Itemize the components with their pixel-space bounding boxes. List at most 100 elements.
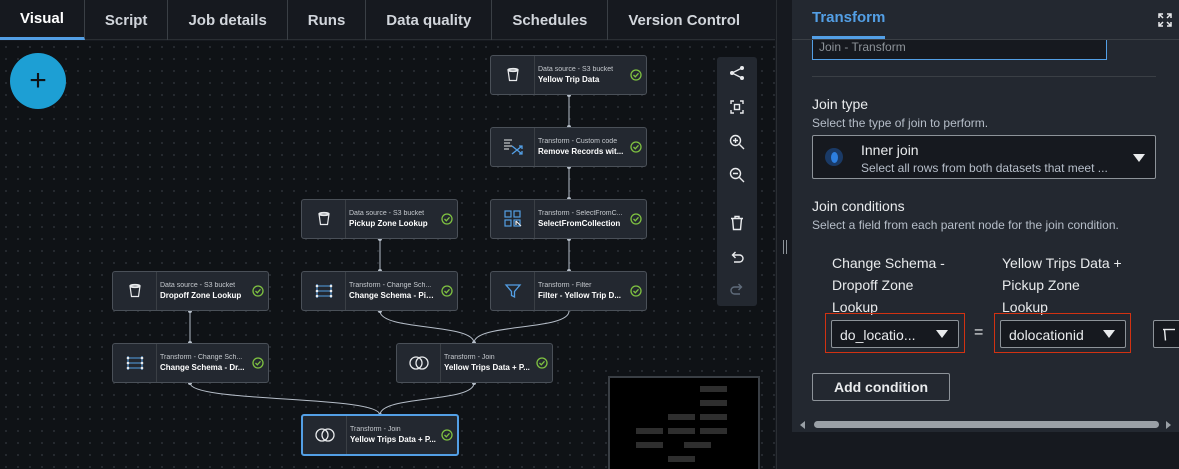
left-parent-line: Dropoff Zone (832, 277, 914, 293)
node-type: Transform - Join (350, 426, 401, 433)
join-conditions-description: Select a field from each parent node for… (812, 218, 1119, 232)
node-name: Yellow Trip Data (538, 75, 600, 84)
undo-button[interactable] (717, 243, 757, 271)
trash-icon (1163, 328, 1175, 341)
right-parent-line: Lookup (1002, 299, 1048, 315)
divider (812, 76, 1156, 77)
tab-script[interactable]: Script (85, 0, 169, 40)
tab-runs[interactable]: Runs (288, 0, 367, 40)
custom-code-icon (491, 128, 535, 166)
share-nodes-icon (730, 66, 744, 80)
bucket-icon (302, 200, 346, 238)
right-parent-line: Pickup Zone (1002, 277, 1080, 293)
node-type: Data source - S3 bucket (349, 210, 425, 217)
tab-visual[interactable]: Visual (0, 0, 85, 40)
scroll-right-icon[interactable] (1166, 421, 1171, 429)
right-field-select[interactable]: dolocationid (1000, 320, 1126, 348)
zoom-out-button[interactable] (717, 161, 757, 189)
success-check-icon (437, 285, 457, 297)
minimap-node (700, 428, 727, 434)
transform-panel: Transform Join - Transform Join type Sel… (792, 0, 1179, 469)
node-change-schema-pickup[interactable]: Transform - Change Sch...Change Schema -… (301, 271, 458, 311)
panel-resize-handle[interactable] (776, 0, 792, 469)
highlight-box (825, 313, 965, 353)
change-schema-icon (113, 344, 157, 382)
minimap-node (668, 456, 695, 462)
scrollbar-thumb[interactable] (814, 421, 1159, 428)
node-name: Change Schema - Pic... (349, 291, 437, 300)
caret-down-icon (936, 330, 948, 338)
tab-transform[interactable]: Transform (812, 9, 886, 39)
node-name: SelectFromCollection (538, 219, 621, 228)
bucket-icon (113, 272, 157, 310)
panel-horizontal-scrollbar[interactable] (792, 418, 1179, 432)
canvas-toolbar (717, 57, 757, 306)
right-field-value: dolocationid (1009, 327, 1084, 343)
success-check-icon (626, 213, 646, 225)
left-field-select[interactable]: do_locatio... (831, 320, 959, 348)
node-type: Transform - Join (444, 354, 495, 361)
minimap-node (668, 428, 695, 434)
minimap-node (684, 442, 711, 448)
highlight-box (994, 313, 1131, 353)
fit-view-button[interactable] (717, 93, 757, 121)
tab-schedules[interactable]: Schedules (492, 0, 609, 40)
join-conditions-label: Join conditions (812, 198, 905, 214)
success-check-icon (248, 357, 268, 369)
success-check-icon (437, 213, 457, 225)
success-check-icon (626, 285, 646, 297)
zoom-in-icon (729, 134, 745, 150)
scroll-left-icon[interactable] (800, 421, 805, 429)
zoom-out-icon (729, 167, 745, 183)
add-node-button[interactable]: + (10, 53, 66, 109)
right-parent-header: Yellow Trips Data + Pickup Zone Lookup (1002, 252, 1122, 318)
layout-graph-button[interactable] (717, 59, 757, 87)
minimap-node (636, 428, 663, 434)
panel-tabs: Transform (792, 0, 1179, 40)
minimap-node (700, 386, 727, 392)
node-select-from-collection[interactable]: Transform - SelectFromC...SelectFromColl… (490, 199, 647, 239)
join-type-select[interactable]: Inner join Select all rows from both dat… (812, 135, 1156, 179)
success-check-icon (532, 357, 552, 369)
join-type-value: Inner join (861, 142, 919, 158)
join-icon (303, 416, 347, 454)
remove-condition-button[interactable] (1153, 320, 1179, 348)
add-condition-button[interactable]: Add condition (812, 373, 950, 401)
minimap-node (700, 400, 727, 406)
node-name: Dropoff Zone Lookup (160, 291, 242, 300)
node-type: Data source - S3 bucket (538, 66, 614, 73)
caret-down-icon (1103, 330, 1115, 338)
undo-icon (731, 251, 744, 263)
trash-icon (731, 215, 743, 231)
expand-icon[interactable] (1157, 12, 1173, 28)
panel-footer (792, 432, 1179, 469)
tab-job-details[interactable]: Job details (168, 0, 288, 40)
node-name: Filter - Yellow Trip D... (538, 291, 621, 300)
node-name-input[interactable]: Join - Transform (812, 40, 1107, 60)
delete-node-button[interactable] (717, 209, 757, 237)
tab-data-quality[interactable]: Data quality (366, 0, 493, 40)
join-type-description: Select the type of join to perform. (812, 116, 989, 130)
node-type: Transform - Filter (538, 282, 592, 289)
tab-bar: Visual Script Job details Runs Data qual… (0, 0, 775, 40)
left-field-value: do_locatio... (840, 327, 916, 343)
redo-button[interactable] (717, 275, 757, 303)
join-type-label: Join type (812, 96, 869, 112)
minimap[interactable] (608, 376, 760, 469)
tab-version-control[interactable]: Version Control (628, 11, 741, 29)
node-change-schema-dropoff[interactable]: Transform - Change Sch...Change Schema -… (112, 343, 269, 383)
zoom-in-button[interactable] (717, 128, 757, 156)
select-collection-icon (491, 200, 535, 238)
panel-body: Join - Transform Join type Select the ty… (812, 40, 1179, 420)
node-type: Data source - S3 bucket (160, 282, 236, 289)
filter-icon (491, 272, 535, 310)
node-type: Transform - Change Sch... (160, 354, 243, 361)
